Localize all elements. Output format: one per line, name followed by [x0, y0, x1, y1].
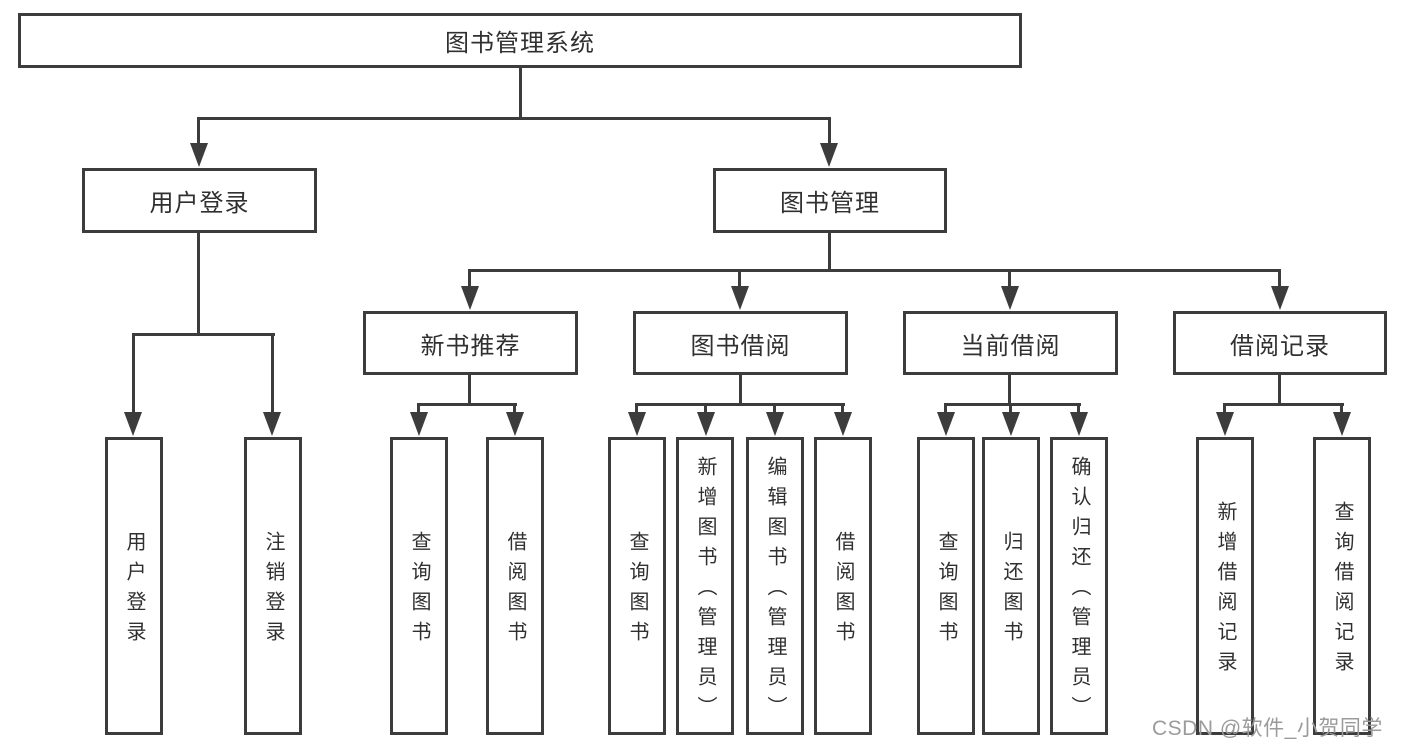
arrowhead-user-login: [190, 143, 208, 167]
arrowhead-s1-c1: [697, 412, 715, 436]
leaf-confirm-return-admin: 确认归还（管理员）: [1050, 437, 1108, 735]
connector-s2-c0: [944, 403, 947, 414]
leaf-query-borrow-record: 查询借阅记录: [1313, 437, 1371, 735]
leaf-edit-books-admin-label: 编辑图书（管理员）: [764, 456, 786, 726]
node-current-borrowing: 当前借阅: [903, 311, 1118, 375]
leaf-query-borrow-record-label: 查询借阅记录: [1331, 501, 1353, 681]
leaf-query-books-current: 查询图书: [917, 437, 975, 735]
leaf-logout-login-label: 注销登录: [262, 531, 284, 651]
arrowhead-leaf-logout: [263, 412, 281, 436]
arrowhead-s3-c0: [1216, 412, 1234, 436]
arrowhead-s2-c0: [937, 412, 955, 436]
arrowhead-book-mgmt: [820, 143, 838, 167]
node-current-borrowing-label: 当前借阅: [960, 332, 1061, 360]
arrowhead-current-borrow: [1001, 286, 1019, 310]
arrowhead-s1-c0: [628, 412, 646, 436]
connector-root-stem: [519, 68, 522, 118]
arrowhead-leaf-user-login: [124, 412, 142, 436]
node-library-system: 图书管理系统: [18, 13, 1022, 68]
node-book-borrowing: 图书借阅: [633, 311, 848, 375]
node-borrowing-records-label: 借阅记录: [1230, 332, 1330, 360]
connector-s2-c2: [1077, 403, 1080, 414]
connector-s3-c0: [1223, 403, 1226, 414]
leaf-query-books-borrow-label: 查询图书: [626, 531, 648, 651]
connector-book-borrow-bus: [635, 403, 845, 406]
node-new-book-recommendation: 新书推荐: [363, 311, 578, 375]
connector-user-login-bus: [132, 333, 275, 336]
leaf-user-login-label: 用户登录: [123, 531, 145, 651]
leaf-add-borrow-record: 新增借阅记录: [1196, 437, 1254, 735]
connector-root-bus: [197, 117, 831, 120]
leaf-add-books-admin-label: 新增图书（管理员）: [694, 456, 716, 726]
connector-s0-c1: [513, 403, 516, 414]
arrowhead-s1-c3: [834, 412, 852, 436]
leaf-add-borrow-record-label: 新增借阅记录: [1214, 501, 1236, 681]
leaf-logout-login: 注销登录: [244, 437, 302, 735]
leaf-add-books-admin: 新增图书（管理员）: [676, 437, 734, 735]
leaf-return-books-label: 归还图书: [1000, 531, 1022, 651]
arrowhead-s1-c2: [766, 412, 784, 436]
connector-borrow-records-bus: [1223, 403, 1344, 406]
connector-current-borrow-stem: [1008, 375, 1011, 406]
leaf-user-login: 用户登录: [105, 437, 163, 735]
leaf-query-books-recommend: 查询图书: [390, 437, 448, 735]
arrowhead-borrow-records: [1271, 286, 1289, 310]
node-library-system-label: 图书管理系统: [445, 30, 595, 57]
arrowhead-s3-c1: [1333, 412, 1351, 436]
connector-s2-c1: [1009, 403, 1012, 414]
connector-book-mgmt-stem: [828, 233, 831, 271]
watermark: CSDN @软件_小贺同学: [1152, 717, 1383, 740]
leaf-return-books: 归还图书: [982, 437, 1040, 735]
connector-new-books-stem: [468, 375, 471, 406]
node-user-login: 用户登录: [82, 168, 317, 233]
connector-to-book-borrow: [738, 269, 741, 287]
connector-s1-c3: [841, 403, 844, 414]
arrowhead-s2-c2: [1070, 412, 1088, 436]
leaf-query-books-borrow: 查询图书: [608, 437, 666, 735]
node-user-login-label: 用户登录: [149, 190, 250, 217]
connector-current-borrow-bus: [944, 403, 1081, 406]
node-borrowing-records: 借阅记录: [1173, 311, 1387, 375]
connector-s1-c0: [635, 403, 638, 414]
node-new-book-recommendation-label: 新书推荐: [420, 332, 521, 360]
leaf-borrow-books-label: 借阅图书: [832, 531, 854, 651]
arrowhead-s0-c0: [410, 412, 428, 436]
leaf-query-books-current-label: 查询图书: [935, 531, 957, 651]
connector-new-books-bus: [417, 403, 517, 406]
connector-to-new-books: [468, 269, 471, 287]
leaf-borrow-books-recommend-label: 借阅图书: [504, 531, 526, 651]
connector-s3-c1: [1340, 403, 1343, 414]
connector-user-login-stem: [197, 233, 200, 336]
connector-book-borrow-stem: [739, 375, 742, 406]
arrowhead-book-borrow: [731, 286, 749, 310]
arrowhead-s2-c1: [1002, 412, 1020, 436]
node-book-management-label: 图书管理: [780, 190, 880, 217]
connector-to-leaf-user-login: [132, 333, 135, 413]
connector-to-borrow-records: [1278, 269, 1281, 287]
connector-to-user-login: [197, 117, 200, 145]
connector-s0-c0: [417, 403, 420, 414]
leaf-query-books-recommend-label: 查询图书: [408, 531, 430, 651]
leaf-edit-books-admin: 编辑图书（管理员）: [746, 437, 804, 735]
leaf-borrow-books-recommend: 借阅图书: [486, 437, 544, 735]
connector-to-leaf-logout: [271, 333, 274, 413]
connector-borrow-records-stem: [1278, 375, 1281, 406]
connector-to-book-mgmt: [828, 117, 831, 145]
node-book-borrowing-label: 图书借阅: [690, 332, 791, 360]
connector-to-current-borrow: [1008, 269, 1011, 287]
connector-book-mgmt-bus: [468, 269, 1281, 272]
arrowhead-new-books: [461, 286, 479, 310]
leaf-borrow-books: 借阅图书: [814, 437, 872, 735]
connector-s1-c2: [773, 403, 776, 414]
node-book-management: 图书管理: [713, 168, 947, 233]
connector-s1-c1: [704, 403, 707, 414]
arrowhead-s0-c1: [506, 412, 524, 436]
leaf-confirm-return-admin-label: 确认归还（管理员）: [1068, 456, 1090, 726]
